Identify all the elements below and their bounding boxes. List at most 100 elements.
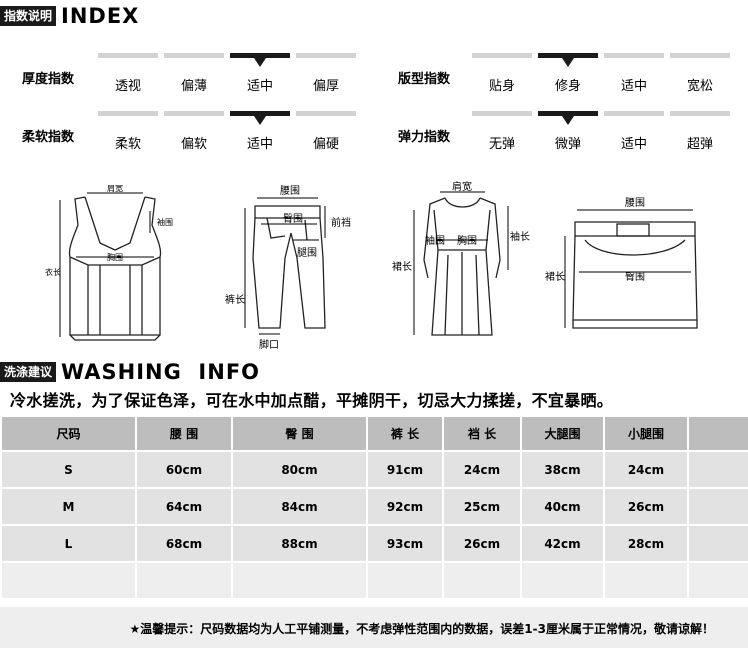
table-header-cell: 裆 长: [444, 417, 520, 450]
table-header-cell: 尺码: [2, 417, 135, 450]
index-bar: [670, 111, 730, 116]
index-option-label: 透视: [114, 79, 141, 94]
index-option: 透视: [98, 53, 158, 95]
pants-hip-label: 臀围: [283, 213, 303, 225]
top-armhole-label: 袖围: [157, 217, 173, 227]
index-option: 适中: [230, 111, 290, 153]
index-bar: [472, 111, 532, 116]
index-selected-bar: [230, 111, 290, 116]
index-option-label: 微弹: [554, 137, 581, 152]
table-cell: 92cm: [368, 489, 442, 524]
index-option: 贴身: [472, 53, 532, 95]
table-header-cell: 腰 围: [137, 417, 231, 450]
table-cell: [605, 563, 687, 598]
pants-thigh-label: 腿围: [297, 247, 317, 259]
selected-marker-icon: [254, 58, 266, 67]
index-header: 指数说明 INDEX: [0, 1, 139, 31]
index-option-label: 适中: [246, 79, 273, 94]
index-bar: [98, 53, 158, 58]
washing-note: 冷水搓洗，为了保证色泽，可在水中加点醋，平摊阴干，切忌大力揉搓，不宜暴晒。: [10, 391, 614, 410]
table-cell: [368, 563, 442, 598]
index-bar: [670, 53, 730, 58]
table-cell: 84cm: [233, 489, 366, 524]
table-cell: [522, 563, 603, 598]
table-cell: 25cm: [444, 489, 520, 524]
table-cell: 40cm: [522, 489, 603, 524]
selected-marker-icon: [254, 116, 266, 125]
footer-note: ★温馨提示：尺码数据均为人工平铺测量，不考虑弹性范围内的数据，误差1-3厘米属于…: [129, 622, 714, 636]
index-selected-bar: [230, 53, 290, 58]
dress-shoulder-label: 肩宽: [452, 180, 472, 193]
top-length-label: 衣长: [45, 267, 61, 277]
index-bar: [604, 53, 664, 58]
table-header-cell: 臀 围: [233, 417, 366, 450]
selected-marker-icon: [562, 116, 574, 125]
table-cell: 80cm: [233, 452, 366, 487]
index-row-label: 弹力指数: [398, 130, 451, 145]
table-cell: 68cm: [137, 526, 231, 561]
table-cell: [233, 563, 366, 598]
index-option: 偏薄: [164, 53, 224, 95]
index-bar: [164, 111, 224, 116]
index-row-label: 柔软指数: [22, 130, 75, 145]
pants-waist-label: 腰围: [280, 185, 300, 197]
index-bar: [98, 111, 158, 116]
index-option: 宽松: [670, 53, 730, 95]
index-option: 无弹: [472, 111, 532, 153]
table-cell: [689, 526, 748, 561]
table-cell: 26cm: [605, 489, 687, 524]
top-bust-label: 胸围: [107, 252, 123, 262]
index-option-label: 偏厚: [312, 79, 339, 94]
table-cell: 93cm: [368, 526, 442, 561]
table-cell: L: [2, 526, 135, 561]
index-option-label: 超弹: [686, 137, 713, 152]
index-option-label: 适中: [246, 137, 273, 152]
washing-header: 洗涤建议 WASHING INFO: [0, 357, 260, 387]
table-cell: [137, 563, 231, 598]
index-bar: [472, 53, 532, 58]
table-row: [2, 563, 748, 598]
skirt-waist-label: 腰围: [625, 197, 645, 209]
table-header-row: 尺码腰 围臀 围裤 长裆 长大腿围小腿围: [2, 417, 748, 450]
pants-length-label: 裤长: [225, 293, 245, 306]
index-option: 适中: [604, 111, 664, 153]
index-option-label: 偏薄: [180, 79, 207, 94]
index-bar: [296, 111, 356, 116]
table-cell: [444, 563, 520, 598]
dress-sleeve-length-label: 袖长: [510, 230, 530, 243]
index-option: 偏厚: [296, 53, 356, 95]
table-cell: 24cm: [444, 452, 520, 487]
table-cell: M: [2, 489, 135, 524]
index-option-label: 修身: [554, 79, 581, 94]
skirt-length-label: 裙长: [545, 270, 565, 283]
pants-sketch: 腰围 臀围 前裆 腿围 裤长 脚口: [225, 185, 351, 351]
table-header-cell: 裤 长: [368, 417, 442, 450]
index-option: 适中: [230, 53, 290, 95]
index-option-label: 贴身: [488, 79, 515, 94]
footer-note-bar: ★温馨提示：尺码数据均为人工平铺测量，不考虑弹性范围内的数据，误差1-3厘米属于…: [0, 607, 748, 648]
table-cell: 60cm: [137, 452, 231, 487]
table-cell: 88cm: [233, 526, 366, 561]
index-option-label: 偏硬: [312, 137, 339, 152]
index-option: 微弹: [538, 111, 598, 153]
dress-length-label: 裙长: [392, 260, 412, 273]
index-title: INDEX: [61, 4, 140, 28]
table-cell: 42cm: [522, 526, 603, 561]
index-option: 修身: [538, 53, 598, 95]
table-cell: [2, 563, 135, 598]
index-option: 偏软: [164, 111, 224, 153]
index-option-label: 适中: [620, 79, 647, 94]
skirt-hip-label: 臀围: [625, 271, 645, 283]
table-header-cell: [689, 417, 748, 450]
table-cell: S: [2, 452, 135, 487]
table-cell: 24cm: [605, 452, 687, 487]
index-tag: 指数说明: [0, 6, 57, 26]
index-row-label: 厚度指数: [22, 72, 75, 87]
index-bar: [604, 111, 664, 116]
table-cell: 38cm: [522, 452, 603, 487]
table-cell: [689, 452, 748, 487]
